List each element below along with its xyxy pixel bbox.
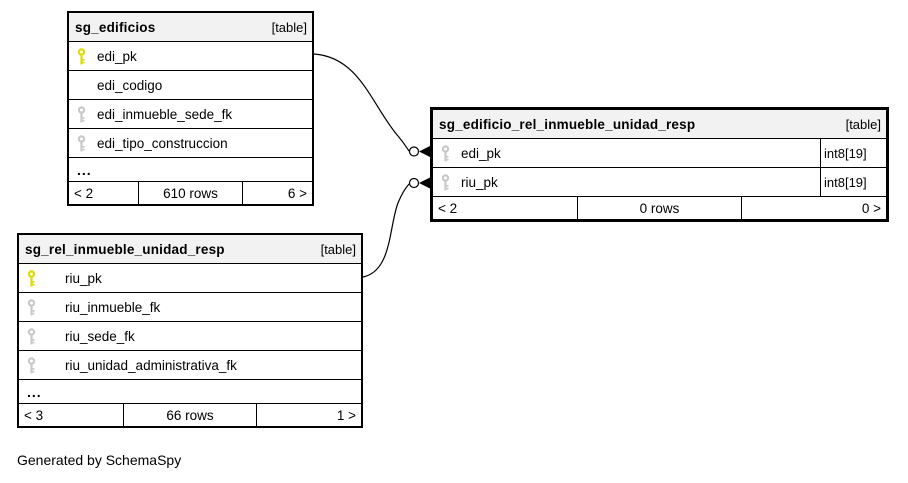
foreign-key-icon — [77, 134, 91, 152]
table-header[interactable]: sg_rel_inmueble_unidad_resp [table] — [19, 235, 361, 264]
footer-children-count: 0 > — [861, 200, 882, 216]
footer-parents-count: < 2 — [74, 185, 94, 201]
column-name: riu_pk — [461, 174, 498, 190]
table-name: sg_edificio_rel_inmueble_unidad_resp — [439, 116, 696, 132]
column-name: riu_pk — [65, 270, 102, 286]
table-name: sg_edificios — [75, 19, 156, 35]
column-name: edi_pk — [97, 48, 137, 64]
column-name: edi_tipo_construccion — [97, 135, 228, 151]
table-header[interactable]: sg_edificios [table] — [69, 13, 312, 42]
relationship-edificios-to-rel — [313, 53, 430, 157]
table-header[interactable]: sg_edificio_rel_inmueble_unidad_resp [ta… — [433, 110, 886, 139]
table-sg-edificio-rel-inmueble-unidad-resp: sg_edificio_rel_inmueble_unidad_resp [ta… — [430, 107, 889, 222]
footer-row-count: 610 rows — [138, 182, 243, 204]
column-name: riu_sede_fk — [65, 328, 135, 344]
column-row-riu-sede-fk: riu_sede_fk — [19, 322, 361, 351]
column-row-riu-unidad-administrativa-fk: riu_unidad_administrativa_fk — [19, 351, 361, 380]
column-row-riu-pk: riu_pk — [19, 264, 361, 293]
table-footer: < 2 0 rows 0 > — [433, 197, 886, 219]
column-row-edi-codigo: edi_codigo — [69, 71, 312, 100]
column-name: riu_unidad_administrativa_fk — [65, 357, 237, 373]
column-row-edi-pk: edi_pk int8[19] — [433, 139, 886, 168]
column-row-riu-pk: riu_pk int8[19] — [433, 168, 886, 197]
relationship-riu-to-rel — [362, 177, 430, 278]
foreign-key-icon — [77, 105, 91, 123]
primary-key-icon — [27, 269, 41, 287]
table-sg-rel-inmueble-unidad-resp: sg_rel_inmueble_unidad_resp [table] riu_… — [17, 233, 363, 428]
column-name: riu_inmueble_fk — [65, 299, 161, 315]
foreign-key-icon — [27, 298, 41, 316]
foreign-key-icon — [27, 356, 41, 374]
table-name: sg_rel_inmueble_unidad_resp — [25, 241, 225, 257]
column-name: edi_pk — [461, 145, 501, 161]
column-name: edi_codigo — [97, 77, 163, 93]
table-type-badge: [table] — [271, 19, 307, 35]
hidden-columns-ellipsis: ... — [19, 380, 361, 404]
foreign-key-icon — [27, 327, 41, 345]
column-name: edi_inmueble_sede_fk — [97, 106, 233, 122]
column-row-edi-inmueble-sede-fk: edi_inmueble_sede_fk — [69, 100, 312, 129]
footer-parents-count: < 3 — [24, 407, 44, 423]
column-type: int8[19] — [820, 139, 886, 167]
table-footer: < 3 66 rows 1 > — [19, 404, 361, 426]
column-type: int8[19] — [820, 168, 886, 196]
column-row-edi-tipo-construccion: edi_tipo_construccion — [69, 129, 312, 158]
foreign-key-icon — [441, 173, 455, 191]
table-footer: < 2 610 rows 6 > — [69, 182, 312, 204]
footer-parents-count: < 2 — [438, 200, 458, 216]
foreign-key-icon — [441, 144, 455, 162]
primary-key-icon — [77, 47, 91, 65]
hidden-columns-ellipsis: ... — [69, 158, 312, 182]
footer-children-count: 1 > — [336, 407, 356, 423]
generated-by-caption: Generated by SchemaSpy — [17, 452, 182, 468]
table-type-badge: [table] — [845, 116, 881, 132]
footer-children-count: 6 > — [287, 185, 307, 201]
footer-row-count: 0 rows — [576, 197, 743, 219]
footer-row-count: 66 rows — [122, 404, 258, 426]
table-type-badge: [table] — [320, 241, 356, 257]
column-row-edi-pk: edi_pk — [69, 42, 312, 71]
column-row-riu-inmueble-fk: riu_inmueble_fk — [19, 293, 361, 322]
table-sg-edificios: sg_edificios [table] edi_pk edi_codigo e… — [67, 11, 314, 206]
